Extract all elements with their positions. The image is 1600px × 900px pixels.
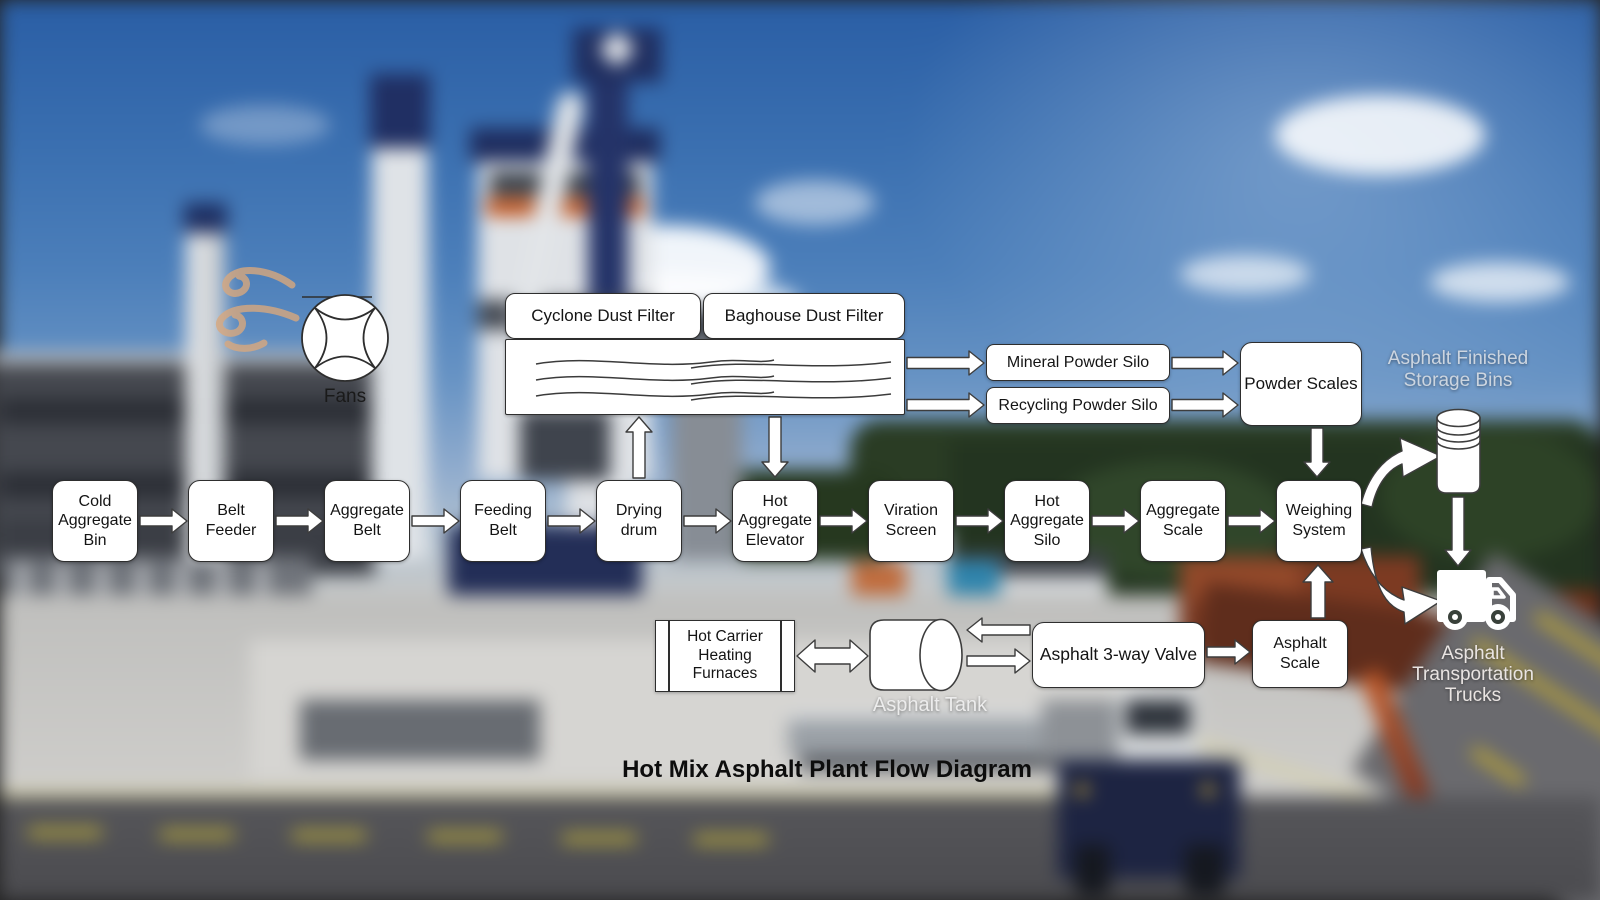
bg-shape (1185, 845, 1225, 895)
storage-bins-label: Asphalt Finished Storage Bins (1387, 348, 1529, 391)
bg-shape (0, 790, 1180, 797)
node-viration-screen: Viration Screen (868, 480, 954, 562)
node-hot-aggregate-silo: Hot Aggregate Silo (1004, 480, 1090, 562)
bg-shape (588, 82, 628, 300)
node-asphalt-3-way-valve: Asphalt 3-way Valve (1032, 622, 1205, 688)
node-hot-aggregate-elevator: Hot Aggregate Elevator (732, 480, 818, 562)
bg-shape (788, 712, 1160, 720)
bg-shape (755, 180, 875, 225)
bg-shape (1075, 845, 1110, 895)
bg-shape (1380, 430, 1600, 560)
bg-shape (1275, 95, 1485, 175)
node-asphalt-scale: Asphalt Scale (1252, 620, 1348, 688)
transportation-trucks-label: Asphalt Transportation Trucks (1412, 643, 1534, 706)
node-mineral-powder-silo: Mineral Powder Silo (986, 344, 1170, 381)
bg-shape (370, 74, 430, 148)
bg-shape (300, 700, 540, 760)
node-aggregate-scale: Aggregate Scale (1140, 480, 1226, 562)
bg-shape (0, 797, 1600, 900)
bg-shape (520, 410, 610, 480)
filter-airflow-waves-icon (535, 359, 892, 401)
node-powder-scales: Powder Scales (1240, 342, 1362, 426)
page-title: Hot Mix Asphalt Plant Flow Diagram (622, 756, 1032, 783)
bg-shape (28, 828, 102, 837)
node-belt-feeder: Belt Feeder (188, 480, 274, 562)
bg-shape (1042, 700, 1120, 760)
asphalt-tank-label: Asphalt Tank (872, 694, 988, 716)
node-cold-aggregate-bin: Cold Aggregate Bin (52, 480, 138, 562)
bg-shape (1126, 700, 1190, 734)
furnace-label: Hot Carrier Heating Furnaces (687, 627, 763, 683)
furnace-side-bar (668, 621, 670, 691)
bg-shape (18, 562, 26, 602)
node-recycling-powder-silo: Recycling Powder Silo (986, 387, 1170, 424)
fans-label: Fans (323, 386, 367, 407)
filter-media-box (505, 339, 905, 415)
node-weighing-system: Weighing System (1276, 480, 1362, 562)
bg-shape (1180, 255, 1310, 293)
node-cyclone-dust-filter: Cyclone Dust Filter (505, 293, 701, 339)
node-feeding-belt: Feeding Belt (460, 480, 546, 562)
furnace-side-bar (780, 621, 782, 691)
bg-shape (0, 398, 370, 424)
bg-shape (184, 203, 227, 233)
node-hot-carrier-heating-furnaces: Hot Carrier Heating Furnaces (655, 620, 795, 692)
node-aggregate-belt: Aggregate Belt (324, 480, 410, 562)
bg-shape (200, 105, 330, 145)
node-drying-drum: Drying drum (596, 480, 682, 562)
node-baghouse-dust-filter: Baghouse Dust Filter (703, 293, 905, 339)
bg-shape (1430, 262, 1570, 302)
bg-shape (1076, 784, 1088, 796)
